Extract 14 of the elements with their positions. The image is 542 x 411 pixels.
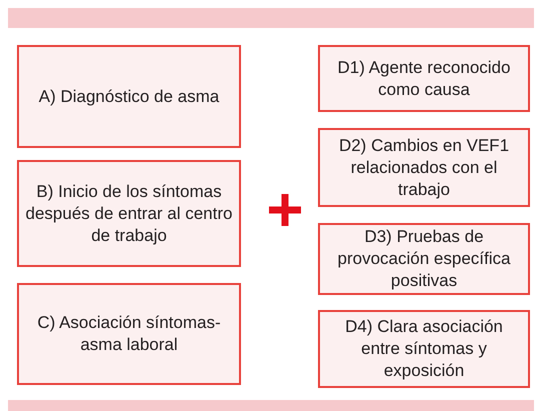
criterion-text: D2) Cambios en VEF1 relacionados con el trabajo	[338, 134, 510, 200]
criterion-box	[318, 45, 530, 112]
criterion-text: D1) Agente reconocido como causa	[336, 56, 512, 100]
criterion-text: B) Inicio de los síntomas después de entrar al centro de trabajo	[24, 180, 234, 246]
criterion-box	[17, 283, 241, 385]
criterion-text: A) Diagnóstico de asma	[38, 86, 220, 108]
criterion-text: C) Asociación síntomas-asma laboral	[36, 312, 222, 356]
criterion-box	[17, 160, 241, 267]
criterion-box	[17, 45, 241, 148]
criterion-box	[318, 128, 530, 207]
criterion-text: D3) Pruebas de provocación específica positivas	[336, 226, 512, 292]
criterion-box	[318, 223, 530, 295]
criterion-text: D4) Clara asociación entre síntomas y exposición	[344, 316, 504, 382]
criterion-box	[318, 310, 530, 388]
